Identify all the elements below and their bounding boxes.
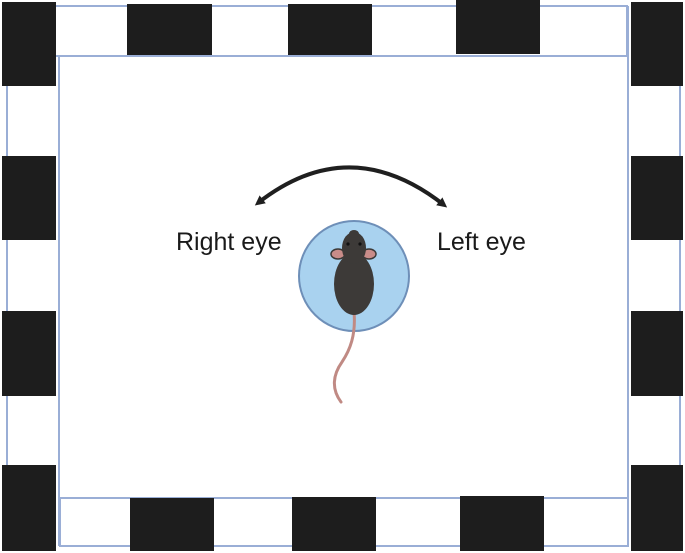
- mouse-snout: [349, 230, 359, 238]
- stripe-block: [2, 2, 56, 86]
- mouse-eye-right: [346, 242, 350, 246]
- right-eye-label: Right eye: [176, 228, 282, 256]
- stripe-block: [130, 498, 214, 551]
- mouse-eye-left: [358, 242, 362, 246]
- stripe-block: [292, 497, 376, 551]
- stripe-block: [2, 465, 56, 551]
- stripe-block: [456, 0, 540, 54]
- stripe-block: [288, 4, 372, 55]
- stripe-block: [631, 156, 683, 240]
- stripe-block: [631, 311, 683, 396]
- stripe-block: [2, 311, 56, 396]
- mouse-head: [342, 232, 366, 264]
- left-eye-label: Left eye: [437, 228, 526, 256]
- stripe-block: [631, 465, 683, 551]
- stripe-block: [2, 156, 56, 240]
- double-headed-curved-arrow-icon: [254, 165, 448, 208]
- stripe-block: [631, 2, 683, 86]
- stripe-block: [460, 496, 544, 551]
- stripe-block: [127, 4, 212, 55]
- mouse-body: [334, 253, 374, 315]
- mouse-top-view-icon: [330, 230, 377, 404]
- mouse-tail: [332, 310, 356, 404]
